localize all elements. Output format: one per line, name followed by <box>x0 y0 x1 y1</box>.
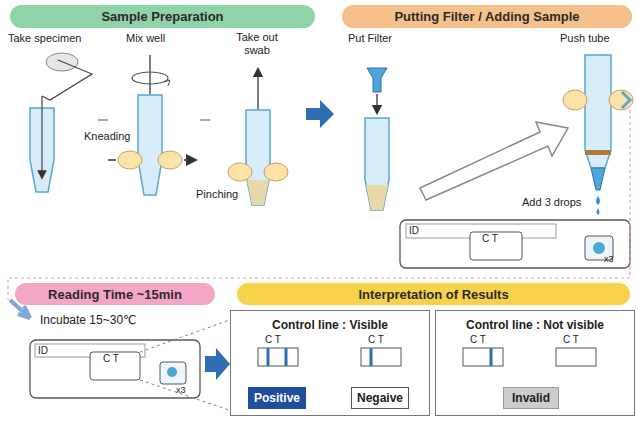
panel-heading: Control line : Not visible <box>436 311 634 332</box>
step-label: Add 3 drops <box>522 196 581 209</box>
section-band: Putting Filter / Adding Sample <box>342 5 632 28</box>
step-label: Mix well <box>126 32 165 45</box>
step-label: Kneading <box>84 130 131 143</box>
step-label: C T <box>103 353 119 365</box>
section-band: Sample Preparation <box>10 5 315 28</box>
step-label: C T <box>482 233 498 245</box>
node-text: Invalid <box>512 391 550 405</box>
step-label: Put Filter <box>348 32 392 45</box>
node-text: Reading Time ~15min <box>48 287 182 302</box>
result-box: Negaive <box>351 387 409 409</box>
step-label: ID <box>409 225 419 237</box>
section-band: Reading Time ~15min <box>15 283 215 305</box>
result-panel: Control line : VisiblePositive Negaive <box>230 310 430 416</box>
step-label: Take out swab <box>222 31 292 56</box>
step-label: C T <box>265 334 281 346</box>
step-label: C T <box>563 334 579 346</box>
node-text: Putting Filter / Adding Sample <box>394 9 579 24</box>
section-band: Interpretation of Results <box>237 283 630 305</box>
panel-heading: Control line : Visible <box>231 311 429 332</box>
step-label: ID <box>38 345 48 357</box>
step-label: Pinching <box>196 188 238 201</box>
result-panel: Control line : Not visibleInvalid <box>435 310 635 416</box>
node-text: Negaive <box>357 391 403 405</box>
node-text: Sample Preparation <box>101 9 223 24</box>
step-label: x3 <box>604 254 614 264</box>
node-text: Positive <box>254 391 300 405</box>
result-box: Positive <box>248 387 306 409</box>
step-label: C T <box>470 334 486 346</box>
step-label: Incubate 15~30℃ <box>40 314 137 328</box>
step-label: C T <box>368 334 384 346</box>
step-label: Take specimen <box>8 32 81 45</box>
step-label: x3 <box>176 385 186 395</box>
result-box: Invalid <box>503 387 559 409</box>
step-label: Push tube <box>560 32 610 45</box>
node-text: Interpretation of Results <box>358 287 508 302</box>
